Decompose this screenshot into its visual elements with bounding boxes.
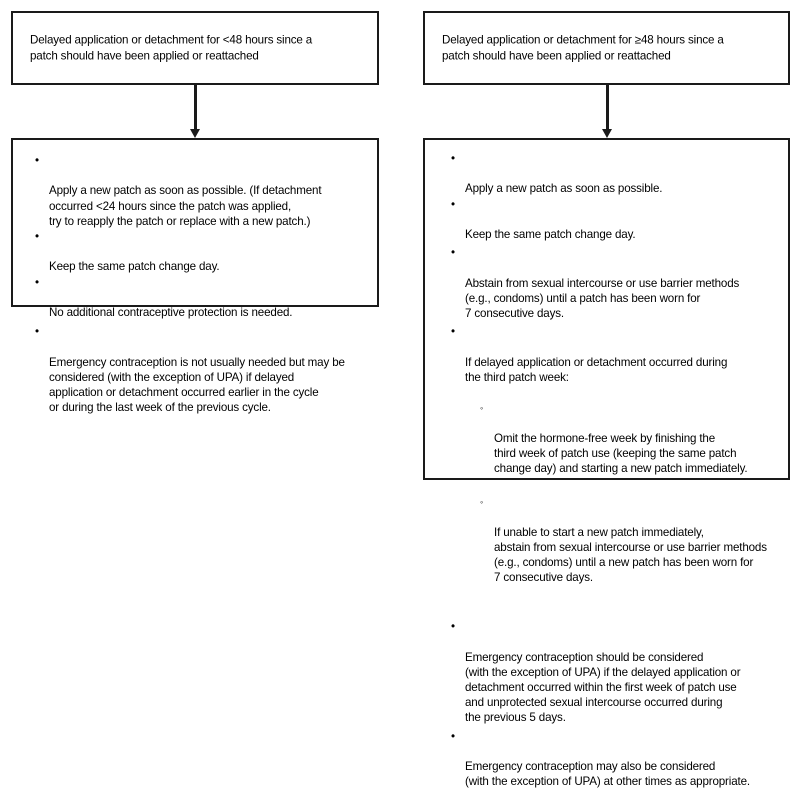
condition-box-gte48: Delayed application or detachment for ≥4…	[423, 11, 790, 85]
list-item-text: Keep the same patch change day.	[465, 228, 636, 242]
bullet-marker: •	[451, 729, 455, 743]
actions-box-lt48: • Apply a new patch as soon as possible.…	[11, 138, 379, 414]
sub-list-item-text: If unable to start a new patch immediate…	[494, 525, 767, 585]
action-sublist: ◦ Omit the hormone-free week by finishin…	[479, 385, 778, 601]
list-item: • Emergency contraception should be cons…	[449, 619, 778, 725]
list-item: • If delayed application or detachment o…	[449, 324, 778, 616]
bullet-marker: •	[451, 197, 455, 211]
connector-arrow-left	[190, 85, 201, 138]
bullet-marker: •	[35, 275, 39, 289]
list-item-text: Apply a new patch as soon as possible.	[465, 182, 663, 196]
list-item: • Keep the same patch change day.	[449, 197, 778, 243]
flowchart-canvas: Delayed application or detachment for <4…	[11, 11, 790, 789]
bullet-marker: •	[35, 154, 39, 167]
list-item-text: If delayed application or detachment occ…	[465, 355, 728, 384]
arrow-head	[190, 129, 201, 138]
actions-box-gte48: • Apply a new patch as soon as possible.…	[423, 138, 790, 788]
bullet-marker: •	[35, 325, 39, 339]
arrow-shaft	[606, 85, 609, 130]
sub-list-item: ◦ If unable to start a new patch immedia…	[479, 494, 778, 585]
condition-box-lt48: Delayed application or detachment for <4…	[11, 11, 379, 85]
list-item: • No additional contraceptive protection…	[33, 275, 365, 321]
list-item-text: Abstain from sexual intercourse or use b…	[465, 276, 740, 321]
list-item: • Keep the same patch change day.	[33, 229, 365, 275]
sub-bullet-marker: ◦	[480, 497, 484, 508]
list-item-text: Keep the same patch change day.	[49, 260, 220, 274]
list-item-text: Emergency contraception should be consid…	[465, 650, 741, 725]
bullet-marker: •	[451, 246, 455, 260]
list-item: • Emergency contraception is not usually…	[33, 324, 365, 415]
sub-bullet-marker: ◦	[480, 403, 484, 414]
sub-list-item-text: Omit the hormone-free week by finishing …	[494, 431, 748, 476]
arrow-shaft	[194, 85, 197, 130]
action-list-lt48: • Apply a new patch as soon as possible.…	[33, 153, 365, 415]
list-item: • Apply a new patch as soon as possible.…	[33, 153, 365, 229]
action-list-gte48: • Apply a new patch as soon as possible.…	[449, 151, 778, 789]
sub-list-item: ◦ Omit the hormone-free week by finishin…	[479, 400, 778, 476]
bullet-marker: •	[35, 230, 39, 244]
condition-text-lt48: Delayed application or detachment for <4…	[30, 33, 313, 63]
list-item-text: Apply a new patch as soon as possible. (…	[49, 184, 322, 228]
bullet-marker: •	[451, 325, 455, 339]
list-item-text: Emergency contraception is not usually n…	[49, 355, 345, 415]
bullet-marker: •	[451, 152, 455, 165]
condition-text-gte48: Delayed application or detachment for ≥4…	[442, 33, 724, 63]
arrow-head	[602, 129, 613, 138]
list-item-text: No additional contraceptive protection i…	[49, 306, 293, 320]
list-item: • Apply a new patch as soon as possible.	[449, 151, 778, 197]
bullet-marker: •	[451, 620, 455, 634]
connector-arrow-right	[602, 85, 613, 138]
list-item: • Emergency contraception may also be co…	[449, 729, 778, 789]
list-item-text: Emergency contraception may also be cons…	[465, 759, 750, 789]
list-item: • Abstain from sexual intercourse or use…	[449, 245, 778, 321]
